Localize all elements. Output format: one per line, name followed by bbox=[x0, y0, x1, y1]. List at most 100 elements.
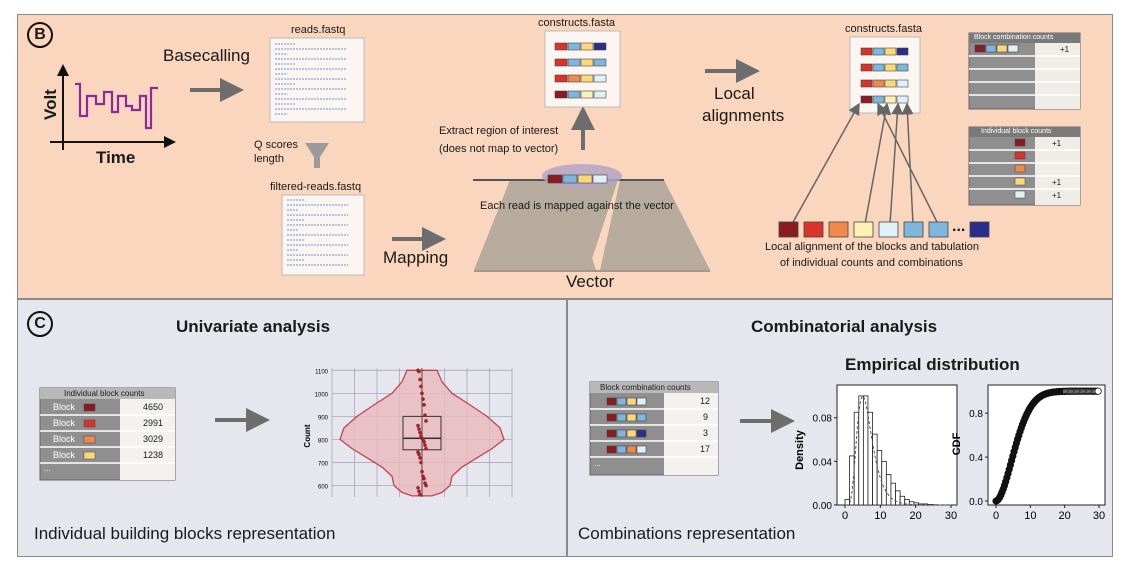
ind-b-chip-3 bbox=[1014, 177, 1026, 186]
center-construct-3-chip-2 bbox=[580, 90, 594, 99]
center-construct-2-chip-3 bbox=[593, 74, 607, 83]
q-scores-label: Q scores bbox=[254, 139, 299, 151]
right-construct-1-chip-1 bbox=[872, 63, 885, 72]
violin-point-24 bbox=[422, 476, 426, 481]
comb-c-row-2-chip-0 bbox=[606, 429, 617, 438]
ind-row-1-label: Block bbox=[53, 402, 76, 412]
comb-c-row-0-chip-3 bbox=[636, 397, 647, 406]
ind-b-chip-1 bbox=[1014, 151, 1026, 160]
comb-c-row-1-chip-1 bbox=[616, 413, 627, 422]
ind-c-chip-1 bbox=[83, 419, 96, 428]
alignment-block-3 bbox=[853, 221, 874, 238]
comb-c-row-0-chip-1 bbox=[616, 397, 627, 406]
hist-ytick-2: 0.08 bbox=[813, 414, 833, 425]
basecalling-label: Basecalling bbox=[163, 46, 250, 65]
comb-c-row-2-chip-3 bbox=[636, 429, 647, 438]
individual-plus-4: +1 bbox=[1052, 178, 1062, 187]
violin-point-28 bbox=[417, 489, 421, 494]
violin-point-19 bbox=[417, 452, 421, 457]
vector-label: Vector bbox=[566, 272, 615, 291]
caption-line-2: of individual counts and combinations bbox=[780, 257, 963, 269]
cdf-xtick-0: 0 bbox=[993, 510, 999, 522]
hist-bar-10 bbox=[890, 482, 896, 506]
hist-bar-9 bbox=[885, 474, 892, 506]
cdf-xtick-3: 30 bbox=[1093, 510, 1105, 522]
violin-point-29 bbox=[418, 492, 422, 497]
right-construct-0-chip-0 bbox=[860, 47, 873, 56]
hist-bar-1 bbox=[849, 455, 855, 506]
length-label: length bbox=[254, 153, 284, 165]
comb-table-b-chip-0 bbox=[974, 44, 986, 53]
reads-fastq-document bbox=[269, 37, 365, 123]
comb-c-row-3-chip-3 bbox=[636, 445, 647, 454]
alignment-block-1 bbox=[803, 221, 824, 238]
caption-line-1: Local alignment of the blocks and tabula… bbox=[765, 241, 980, 253]
right-construct-2-chip-0 bbox=[860, 79, 873, 88]
cdf-xtick-1: 10 bbox=[1024, 510, 1036, 522]
violin-point-7 bbox=[423, 413, 427, 418]
time-label: Time bbox=[96, 148, 136, 167]
combination-table-header: Block combination counts bbox=[600, 383, 691, 392]
univariate-title: Univariate analysis bbox=[176, 317, 331, 336]
violin-point-6 bbox=[422, 403, 426, 407]
ind-b-chip-2 bbox=[1014, 164, 1026, 173]
hist-bar-7 bbox=[876, 450, 883, 506]
hist-xtick-1: 10 bbox=[874, 510, 886, 522]
center-construct-2-chip-0 bbox=[554, 74, 568, 83]
right-construct-0-chip-2 bbox=[884, 47, 897, 56]
right-construct-1-chip-3 bbox=[896, 63, 909, 72]
alignment-block-5 bbox=[903, 221, 924, 238]
center-construct-2-chip-1 bbox=[567, 74, 581, 83]
ind-row-3-label: Block bbox=[53, 434, 76, 444]
right-construct-0-chip-1 bbox=[872, 47, 885, 56]
ind-c-chip-3 bbox=[83, 451, 96, 460]
vector-shape bbox=[473, 164, 710, 272]
panel-b-letter: B bbox=[27, 22, 53, 48]
violin-point-11 bbox=[418, 430, 422, 435]
center-construct-1-chip-2 bbox=[580, 58, 594, 67]
center-construct-3-chip-1 bbox=[567, 90, 581, 99]
filtered-reads-document bbox=[281, 194, 365, 276]
individual-block-table-c bbox=[39, 387, 176, 481]
cdf-ylabel: CDF bbox=[951, 432, 963, 455]
individual-plus-5: +1 bbox=[1052, 191, 1062, 200]
ind-row-2-label: Block bbox=[53, 418, 76, 428]
cdf-xtick-2: 20 bbox=[1059, 510, 1071, 522]
right-construct-2-chip-1 bbox=[872, 79, 885, 88]
alignment-block-0 bbox=[778, 221, 799, 238]
comb-row-2-value: 9 bbox=[703, 412, 709, 422]
ind-row-2-value: 2991 bbox=[143, 418, 164, 428]
violin-point-8 bbox=[424, 419, 428, 423]
center-construct-0-chip-0 bbox=[554, 42, 568, 51]
local-label-1: Local bbox=[714, 84, 755, 103]
center-construct-0-chip-2 bbox=[580, 42, 594, 51]
ind-row-3-value: 3029 bbox=[143, 434, 164, 444]
right-construct-1-chip-0 bbox=[860, 63, 873, 72]
violin-ylabel: Count bbox=[303, 424, 312, 447]
violin-tick-1: 700 bbox=[318, 461, 329, 467]
violin-point-21 bbox=[419, 460, 423, 465]
comb-c-row-2-chip-2 bbox=[626, 429, 637, 438]
right-construct-0-chip-3 bbox=[896, 47, 909, 56]
violin-point-17 bbox=[424, 446, 428, 451]
panel-c-letter: C bbox=[27, 311, 53, 337]
individual-block-header-b: Individual block counts bbox=[981, 128, 1052, 135]
center-construct-1-chip-3 bbox=[593, 58, 607, 67]
ind-row-4-label: Block bbox=[53, 450, 76, 460]
cdf-ytick-0: 0.0 bbox=[969, 497, 983, 508]
combinatorial-title: Combinatorial analysis bbox=[751, 317, 938, 336]
ind-b-chip-4 bbox=[1014, 190, 1026, 199]
violin-point-4 bbox=[420, 391, 424, 396]
right-construct-2-chip-3 bbox=[896, 79, 909, 88]
comb-row-3-value: 3 bbox=[703, 428, 709, 438]
alignment-block-2 bbox=[828, 221, 849, 238]
violin-point-26 bbox=[424, 483, 428, 488]
violin-tick-4: 1000 bbox=[315, 392, 329, 398]
alignment-lines bbox=[791, 102, 939, 225]
center-construct-1-chip-0 bbox=[554, 58, 568, 67]
comb-row-1-value: 12 bbox=[700, 396, 711, 406]
center-construct-2-chip-2 bbox=[580, 74, 594, 83]
